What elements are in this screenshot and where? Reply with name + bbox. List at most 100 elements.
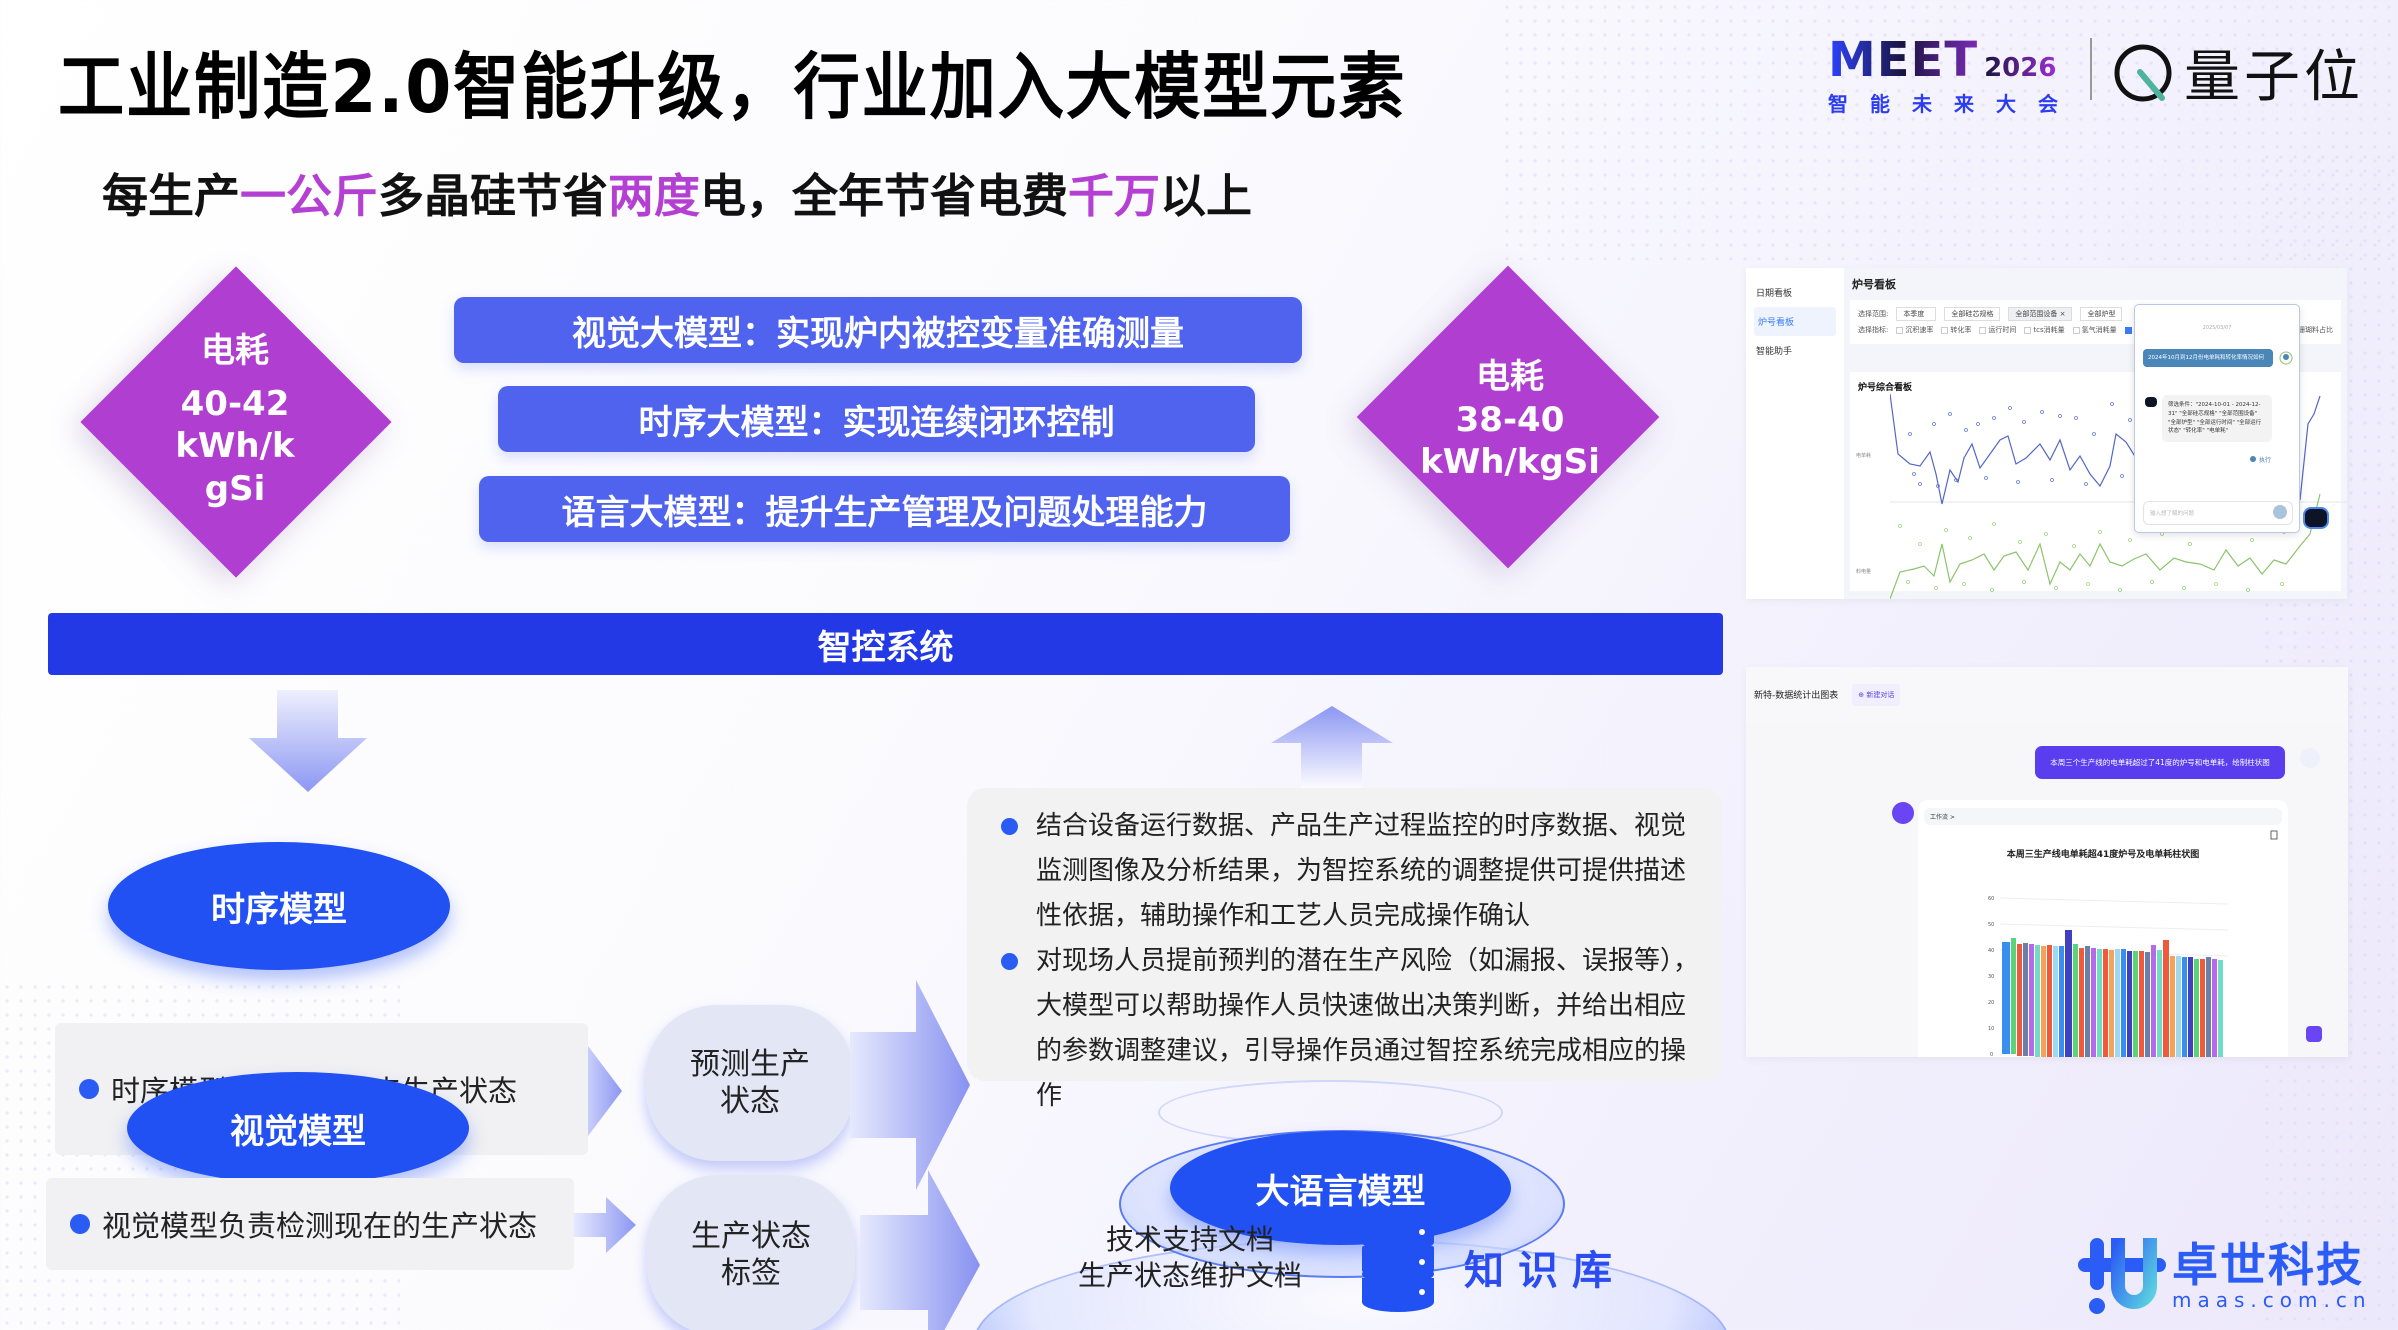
assistant-chat-popup: 2025/03/07 2024年10月到12月份电单耗和转化率情况如何 筛选条件… (2134, 304, 2300, 533)
energy-before-value: 40-42 (180, 383, 290, 424)
model-bar-vision: 视觉大模型：实现炉内被控变量准确测量 (454, 297, 1302, 363)
subtitle-highlight: 千万 (1068, 169, 1160, 223)
user-avatar-icon (2279, 351, 2293, 365)
timeseries-output-pill: 预测生产状态 (646, 1005, 854, 1161)
copy-icon[interactable] (2270, 830, 2278, 840)
vision-output-line2: 标签 (721, 1256, 781, 1291)
big-arrow-icon (850, 980, 970, 1190)
user-avatar-icon (2300, 748, 2320, 768)
energy-before-text: 电耗 40-42 kWh/k gSi (160, 330, 310, 510)
model-bar-language: 语言大模型：提升生产管理及问题处理能力 (479, 476, 1290, 542)
bot-avatar-icon (2145, 397, 2157, 407)
timeseries-model-ellipse: 时序模型 (108, 842, 450, 970)
logo-divider (2090, 38, 2092, 100)
vision-desc: 视觉模型负责检测现在的生产状态 (102, 1209, 538, 1243)
subtitle-part: 多晶硅节省 (378, 169, 608, 223)
zhuoshi-domain: maas.com.cn (2172, 1288, 2372, 1312)
filter-select[interactable]: 全部炉型 (2080, 307, 2123, 321)
filter-range-label: 选择范围: (1858, 310, 1889, 318)
workflow-toggle[interactable]: 工作流 > (1924, 808, 2282, 825)
llm-desc-item: 对现场人员提前预判的潜在生产风险（如漏报、误报等），大模型可以帮助操作人员快速做… (1001, 939, 1702, 1119)
chat-input[interactable]: 输入想了解的问题 (2143, 501, 2293, 525)
vision-output-line1: 生产状态 (691, 1218, 811, 1254)
subtitle-part: 电，全年节省电费 (700, 169, 1068, 223)
metric-checkbox[interactable]: 氢气消耗量 (2072, 325, 2117, 335)
chatbot-app-title: 新特-数据统计出图表 (1754, 691, 1839, 701)
chat-date: 2025/03/07 (2202, 325, 2232, 331)
llm-ellipse: 大语言模型 (1170, 1131, 1511, 1245)
subtitle-highlight: 两度 (608, 169, 700, 223)
timeseries-output-line1: 预测生产 (690, 1046, 810, 1082)
svg-text:60: 60 (1988, 896, 1994, 902)
bullet-dot (1001, 953, 1018, 970)
svg-text:20: 20 (1988, 1000, 1994, 1006)
energy-before-label: 电耗 (201, 331, 269, 371)
bullet-dot (70, 1214, 90, 1234)
energy-after-text: 电耗 38-40 kWh/kgSi (1420, 356, 1600, 484)
bullet-dot (1001, 818, 1018, 835)
chatbot-header: 新特-数据统计出图表 ⊕ 新建对话 (1746, 667, 2348, 722)
energy-before-unit2: gSi (204, 468, 266, 509)
dashboard-sidebar: 日期看板 炉号看板 智能助手 (1746, 268, 1844, 599)
control-system-bar: 智控系统 (48, 613, 1723, 675)
energy-after-unit: kWh/kgSi (1420, 442, 1600, 482)
llm-desc-item: 结合设备运行数据、产品生产过程监控的时序数据、视觉监测图像及分析结果，为智控系统… (1001, 804, 1702, 939)
execute-button[interactable]: 执行 (2250, 455, 2271, 464)
subtitle-part: 以上 (1160, 169, 1252, 223)
small-arrow-icon (574, 1197, 636, 1253)
kb-doc-2: 生产状态维护文档 (1077, 1259, 1302, 1293)
llm-desc-text: 对现场人员提前预判的潜在生产风险（如漏报、误报等），大模型可以帮助操作人员快速做… (1036, 946, 1700, 1111)
svg-text:0: 0 (1990, 1052, 1993, 1057)
filter-select[interactable]: 全部范围设备 × (2008, 307, 2073, 321)
energy-after-value: 38-40 (1455, 399, 1565, 440)
small-arrow-icon (588, 1046, 622, 1136)
kb-doc-1: 技术支持文档 (1105, 1223, 1274, 1256)
qbit-name: 量子位 (2184, 45, 2364, 110)
metric-checkbox[interactable]: tcs消耗量 (2024, 325, 2065, 335)
kb-docs: 技术支持文档 生产状态维护文档 (1060, 1222, 1320, 1295)
energy-before-unit1: kWh/k (175, 426, 295, 466)
play-icon (2250, 456, 2256, 462)
bot-avatar-icon (1892, 802, 1914, 824)
vision-model-ellipse: 视觉模型 (127, 1072, 469, 1184)
new-chat-button[interactable]: ⊕ 新建对话 (1852, 683, 1901, 706)
zhuoshi-name: 卓世科技 (2172, 1238, 2364, 1292)
sidebar-item-assistant[interactable]: 智能助手 (1756, 347, 1793, 357)
zhuoshi-logo: 卓世科技 maas.com.cn (2078, 1238, 2372, 1316)
vision-desc-box: 视觉模型负责检测现在的生产状态 (46, 1178, 574, 1270)
svg-text:40: 40 (1988, 948, 1994, 954)
svg-text:50: 50 (1988, 922, 1994, 928)
filter-metric-label: 选择指标: (1858, 326, 1889, 334)
sidebar-item-date[interactable]: 日期看板 (1756, 289, 1793, 299)
send-button[interactable] (2273, 505, 2287, 519)
timeseries-output-line2: 状态 (720, 1084, 780, 1119)
chatbot-user-message: 本周三个生产线的电单耗超过了41度的炉号和电单耗，绘制柱状图 (2035, 746, 2285, 779)
zhuoshi-logo-icon (2078, 1238, 2166, 1314)
filter-select[interactable]: 全部硅芯规格 (1944, 307, 2001, 321)
metric-checkbox[interactable]: 转化率 (1941, 325, 1971, 335)
metric-right-label[interactable]: 珊瑚料占比 (2298, 326, 2333, 334)
subtitle: 每生产一公斤多晶硅节省两度电，全年节省电费千万以上 (102, 160, 1252, 226)
metric-checkbox[interactable]: 沉积速率 (1896, 325, 1933, 335)
chat-bot-message: 筛选条件："2024-10-01 - 2024-12-31" "全部硅芯规格" … (2162, 395, 2272, 443)
sidebar-item-furnace[interactable]: 炉号看板 (1754, 307, 1836, 336)
chatbot-send-button[interactable] (2306, 1026, 2322, 1042)
subtitle-part: 每生产 (102, 169, 240, 223)
qbit-q-icon (2114, 44, 2172, 101)
energy-after-label: 电耗 (1476, 357, 1544, 397)
svg-text:30: 30 (1988, 974, 1994, 980)
qbit-logo: 量子位 (2110, 32, 2364, 113)
filter-select[interactable]: 本季度 (1896, 307, 1937, 321)
meet-logo-word: MEET (1828, 32, 1979, 88)
chat-user-message: 2024年10月到12月份电单耗和转化率情况如何 (2143, 349, 2273, 368)
chart-title: 本周三生产线电单耗超41度炉号及电单耗柱状图 (2006, 850, 2200, 860)
page-title: 工业制造2.0智能升级，行业加入大模型元素 (58, 45, 1407, 129)
panel-title: 炉号综合看板 (1858, 383, 1913, 393)
robot-assistant-icon[interactable] (2303, 507, 2329, 529)
database-icon (1362, 1206, 1434, 1312)
metric-checkbox[interactable]: 运行时间 (1979, 325, 2016, 335)
llm-desc-text: 结合设备运行数据、产品生产过程监控的时序数据、视觉监测图像及分析结果，为智控系统… (1036, 811, 1687, 931)
kb-label: 知识库 (1464, 1248, 1626, 1294)
big-arrow-icon (860, 1170, 980, 1330)
